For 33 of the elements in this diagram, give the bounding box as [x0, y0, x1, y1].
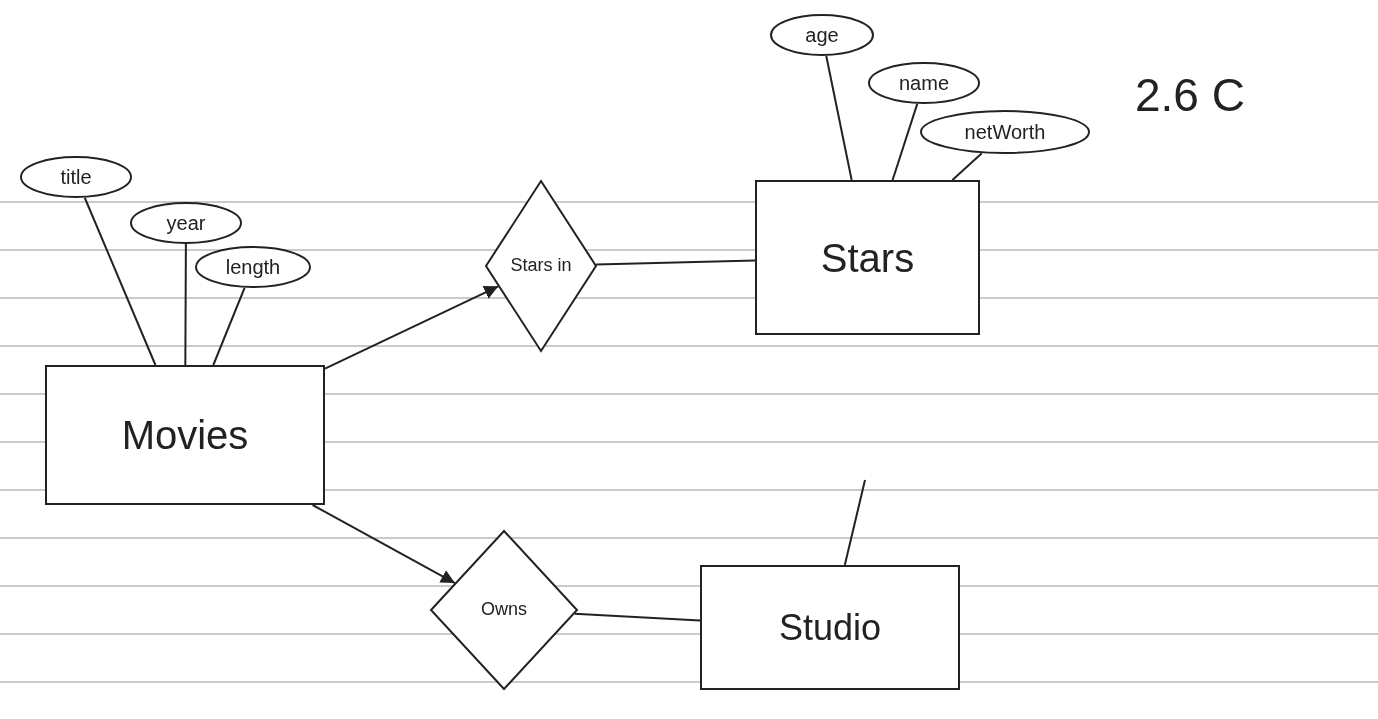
entity-box — [700, 565, 960, 690]
attribute-ellipse — [130, 202, 242, 244]
attribute-ellipse — [868, 62, 980, 104]
arrow — [311, 504, 456, 585]
attribute-name: age — [805, 24, 839, 46]
attribute-name: netWorth — [964, 121, 1046, 143]
relationship-diamond — [430, 530, 578, 690]
attribute-name: length — [225, 256, 281, 278]
attribute-ellipse — [920, 110, 1090, 154]
entity-name: Studio — [778, 607, 882, 648]
connector-line — [951, 152, 983, 181]
attribute-name: title — [60, 166, 92, 188]
attribute-ellipse — [195, 246, 311, 288]
attribute-ellipse — [770, 14, 874, 56]
connector-line — [843, 479, 866, 566]
connector-line — [891, 102, 919, 181]
connector-line — [212, 286, 246, 366]
attribute-name: year — [166, 212, 206, 234]
attribute-ellipse — [20, 156, 132, 198]
arrow — [324, 285, 500, 370]
entity-box — [755, 180, 980, 335]
entity-box — [45, 365, 325, 505]
entity-name: Stars — [820, 235, 915, 280]
connector-line — [825, 54, 853, 181]
note-text: 2.6 C — [1135, 68, 1245, 122]
connector-line — [83, 196, 157, 366]
relationship-name: Owns — [481, 600, 527, 620]
relationship-diamond — [485, 180, 597, 352]
entity-name: Movies — [121, 413, 249, 457]
relationship-name: Stars in — [510, 256, 572, 276]
connector-line — [184, 243, 187, 366]
connector-line — [595, 259, 756, 266]
attribute-name: name — [899, 72, 949, 94]
